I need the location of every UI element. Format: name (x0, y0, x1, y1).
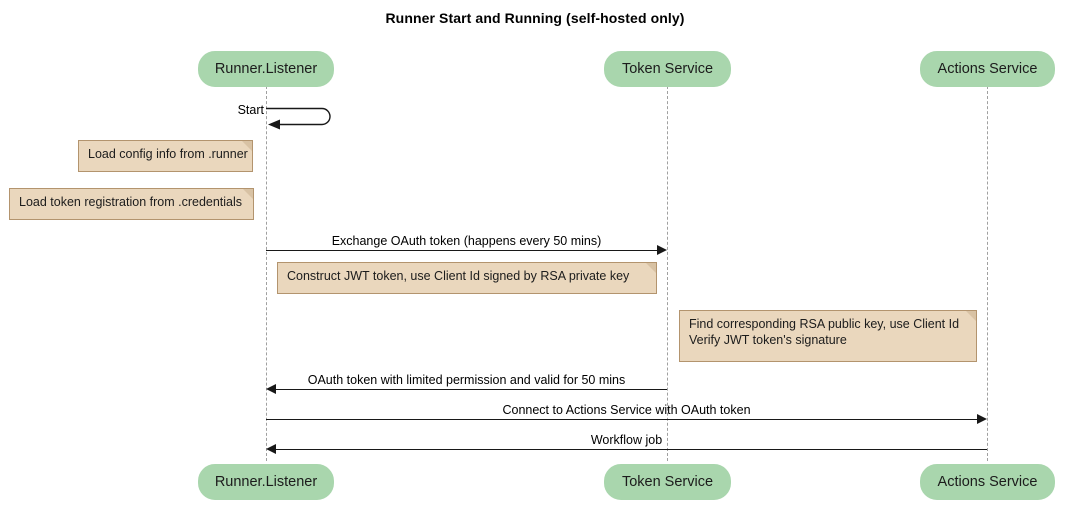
message-label-workflow-job: Workflow job (590, 433, 663, 447)
message-label-connect-actions-service: Connect to Actions Service with OAuth to… (502, 403, 751, 417)
arrowhead-left-icon (266, 444, 276, 454)
note-verify-jwt-line-2: Verify JWT token's signature (689, 333, 847, 347)
diagram-title: Runner Start and Running (self-hosted on… (385, 10, 685, 26)
self-message-start (266, 106, 346, 130)
participant-runner-listener-bottom[interactable]: Runner.Listener (198, 464, 334, 500)
note-load-token-registration-line-1: Load token registration from .credential… (19, 195, 243, 209)
arrowhead-right-icon (977, 414, 987, 424)
message-line-connect-actions-service (266, 419, 977, 420)
participant-actions-service-bottom[interactable]: Actions Service (920, 464, 1055, 500)
note-dogear-edge-icon (242, 188, 254, 200)
note-construct-jwt: Construct JWT token, use Client Id signe… (277, 262, 657, 294)
lifeline-actions-service (987, 86, 988, 461)
message-line-workflow-job (276, 449, 987, 450)
participant-token-service-bottom[interactable]: Token Service (604, 464, 731, 500)
note-dogear-edge-icon (965, 310, 977, 322)
arrowhead-right-icon (657, 245, 667, 255)
note-load-config: Load config info from .runner (78, 140, 253, 172)
lifeline-token-service (667, 86, 668, 461)
message-line-exchange-oauth-token (266, 250, 657, 251)
note-dogear-edge-icon (645, 262, 657, 274)
note-construct-jwt-line-1: Construct JWT token, use Client Id signe… (287, 269, 630, 283)
lifeline-runner-listener (266, 86, 267, 461)
note-verify-jwt-line-1: Find corresponding RSA public key, use C… (689, 317, 960, 331)
arrowhead-left-icon (266, 384, 276, 394)
participant-actions-service-top[interactable]: Actions Service (920, 51, 1055, 87)
message-label-exchange-oauth-token: Exchange OAuth token (happens every 50 m… (331, 234, 602, 248)
note-verify-jwt: Find corresponding RSA public key, use C… (679, 310, 977, 362)
note-dogear-edge-icon (241, 140, 253, 152)
participant-runner-listener-top[interactable]: Runner.Listener (198, 51, 334, 87)
note-load-config-line-1: Load config info from .runner (88, 147, 248, 161)
message-line-oauth-token-reply (276, 389, 667, 390)
message-label-start: Start (237, 103, 264, 117)
note-load-token-registration: Load token registration from .credential… (9, 188, 254, 220)
participant-token-service-top[interactable]: Token Service (604, 51, 731, 87)
message-label-oauth-token-reply: OAuth token with limited permission and … (307, 373, 626, 387)
